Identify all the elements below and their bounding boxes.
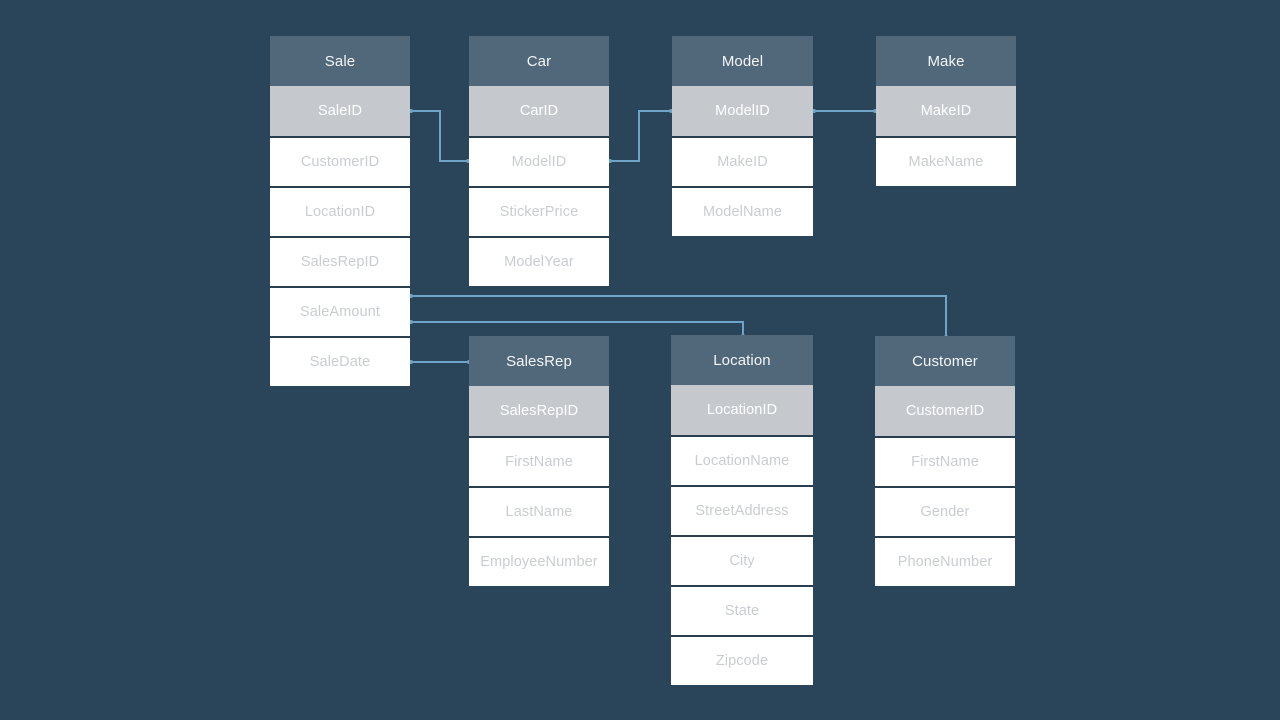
field-row[interactable]: Zipcode xyxy=(671,635,813,685)
table-title-salesrep: SalesRep xyxy=(469,336,609,386)
primary-key-row[interactable]: SalesRepID xyxy=(469,386,609,436)
field-row[interactable]: Gender xyxy=(875,486,1015,536)
table-title-location: Location xyxy=(671,335,813,385)
table-title-make: Make xyxy=(876,36,1016,86)
table-title-customer: Customer xyxy=(875,336,1015,386)
field-row[interactable]: LocationID xyxy=(270,186,410,236)
field-row[interactable]: ModelYear xyxy=(469,236,609,286)
table-title-sale: Sale xyxy=(270,36,410,86)
field-row[interactable]: ModelName xyxy=(672,186,813,236)
connector-sale-to-location xyxy=(411,321,744,336)
table-title-model: Model xyxy=(672,36,813,86)
primary-key-row[interactable]: MakeID xyxy=(876,86,1016,136)
field-row[interactable]: PhoneNumber xyxy=(875,536,1015,586)
field-row[interactable]: LocationName xyxy=(671,435,813,485)
field-row[interactable]: FirstName xyxy=(875,436,1015,486)
primary-key-row[interactable]: CarID xyxy=(469,86,609,136)
field-row[interactable]: FirstName xyxy=(469,436,609,486)
field-row[interactable]: StickerPrice xyxy=(469,186,609,236)
field-row[interactable]: SaleAmount xyxy=(270,286,410,336)
field-row[interactable]: CustomerID xyxy=(270,136,410,186)
field-row[interactable]: SalesRepID xyxy=(270,236,410,286)
field-row[interactable]: City xyxy=(671,535,813,585)
field-row[interactable]: EmployeeNumber xyxy=(469,536,609,586)
connector-sale-to-car xyxy=(411,110,468,162)
connector-sale-to-customer xyxy=(411,295,947,337)
connector-car-to-model xyxy=(610,110,671,162)
field-row[interactable]: State xyxy=(671,585,813,635)
field-row[interactable]: SaleDate xyxy=(270,336,410,386)
field-row[interactable]: LastName xyxy=(469,486,609,536)
primary-key-row[interactable]: SaleID xyxy=(270,86,410,136)
table-title-car: Car xyxy=(469,36,609,86)
field-row[interactable]: MakeID xyxy=(672,136,813,186)
primary-key-row[interactable]: ModelID xyxy=(672,86,813,136)
field-row[interactable]: MakeName xyxy=(876,136,1016,186)
primary-key-row[interactable]: LocationID xyxy=(671,385,813,435)
field-row[interactable]: ModelID xyxy=(469,136,609,186)
field-row[interactable]: StreetAddress xyxy=(671,485,813,535)
primary-key-row[interactable]: CustomerID xyxy=(875,386,1015,436)
